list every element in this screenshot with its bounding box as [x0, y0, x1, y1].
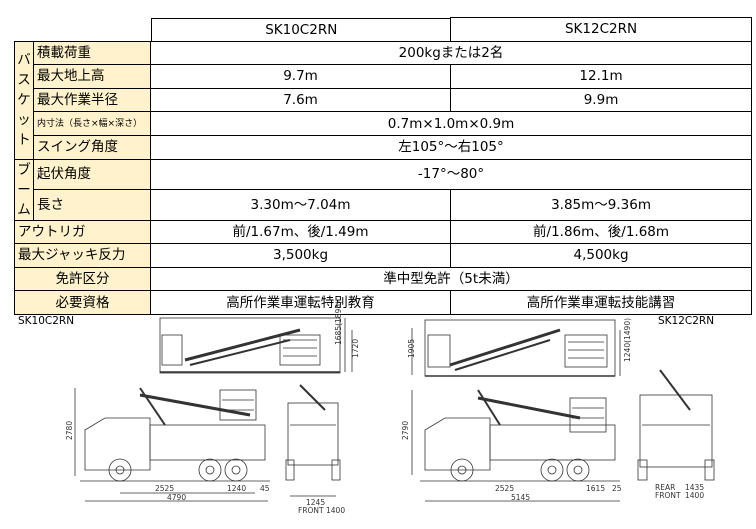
height-v1: 9.7m: [149, 64, 452, 89]
truck-drawings: 1685(1895) 1720 2780 2525 1240 45 4790 1…: [65, 301, 715, 515]
left-dim-front-track: FRONT 1400: [298, 506, 345, 515]
license-label: 免許区分: [14, 266, 151, 292]
model2-header: SK12C2RN: [450, 17, 753, 42]
right-dim-height: 2790: [401, 421, 410, 440]
radius-v1: 7.6m: [149, 87, 452, 113]
right-side-view-drawing: [411, 389, 620, 502]
qual-v2: 高所作業車運転技能講習: [450, 290, 753, 315]
qual-v1: 高所作業車運転特別教育: [149, 290, 452, 315]
left-side-view-drawing: [74, 387, 270, 502]
swing-label: スイング角度: [33, 134, 151, 160]
right-front-label: FRONT: [655, 491, 681, 500]
radius-v2: 9.9m: [450, 87, 753, 113]
elev-label: 起伏角度: [33, 158, 151, 191]
load-label: 積載荷重: [33, 40, 151, 66]
boom-group-label: ブーム: [14, 158, 34, 221]
left-dim-rear-tip: 45: [260, 484, 270, 493]
right-dim-top-h: 1905: [407, 339, 416, 358]
left-top-view-drawing: [159, 317, 353, 374]
basket-group-label: バスケット: [14, 40, 34, 160]
left-dim-rear-oh: 1240: [227, 484, 246, 493]
radius-label: 最大作業半径: [33, 87, 151, 113]
outrigger-label: アウトリガ: [14, 219, 151, 245]
outrigger-v1: 前/1.67m、後/1.49m: [149, 219, 452, 245]
elev-value: -17°～80°: [149, 158, 753, 191]
qual-label: 必要資格: [14, 290, 151, 315]
right-top-view-drawing: [411, 319, 621, 377]
jack-v2: 4,500kg: [450, 243, 753, 268]
right-dim-front-track: 1400: [685, 491, 704, 500]
right-dim-length: 5145: [511, 493, 530, 502]
right-dim-rear-oh: 1615: [586, 484, 605, 493]
right-dim-top-h2: 1240(1490): [623, 318, 632, 362]
length-v1: 3.30m～7.04m: [149, 189, 452, 221]
model1-header: SK10C2RN: [150, 17, 451, 42]
caption-right: SK12C2RN: [658, 315, 715, 327]
swing-value: 左105°～右105°: [149, 134, 753, 160]
right-rear-view-drawing: [637, 369, 715, 481]
left-dim-rear-track: 1245: [306, 498, 325, 507]
left-dim-length: 4790: [167, 493, 186, 502]
jack-label: 最大ジャッキ反力: [14, 243, 151, 268]
right-rear-label: REAR: [655, 483, 675, 492]
right-dim-rear-tip: 25: [612, 484, 622, 493]
height-v2: 12.1m: [450, 64, 753, 89]
jack-v1: 3,500kg: [149, 243, 452, 268]
right-dim-wheelbase: 2525: [495, 484, 514, 493]
spec-table: SK10C2RN SK12C2RN バスケット 積載荷重 200kgまたは2名 …: [14, 17, 753, 315]
left-dim-top-h1: 1685(1895): [334, 301, 343, 345]
outrigger-v2: 前/1.86m、後/1.68m: [450, 219, 753, 245]
load-value: 200kgまたは2名: [149, 40, 753, 66]
length-v2: 3.85m～9.36m: [450, 189, 753, 221]
dims-value: 0.7m×1.0m×0.9m: [149, 111, 753, 136]
license-value: 準中型免許（5t未満）: [149, 266, 753, 292]
right-dim-rear-track: 1435: [685, 483, 704, 492]
caption-left: SK10C2RN: [18, 315, 75, 327]
header-row: SK10C2RN SK12C2RN: [15, 17, 753, 42]
left-dim-height: 2780: [65, 421, 74, 440]
left-dim-top-h2: 1720: [351, 339, 360, 358]
dims-label: 内寸法（長さ×幅×深さ）: [33, 111, 151, 136]
height-label: 最大地上高: [33, 64, 151, 89]
left-rear-view-drawing: [285, 384, 341, 497]
length-label: 長さ: [33, 189, 151, 221]
left-dim-wheelbase: 2525: [155, 484, 174, 493]
